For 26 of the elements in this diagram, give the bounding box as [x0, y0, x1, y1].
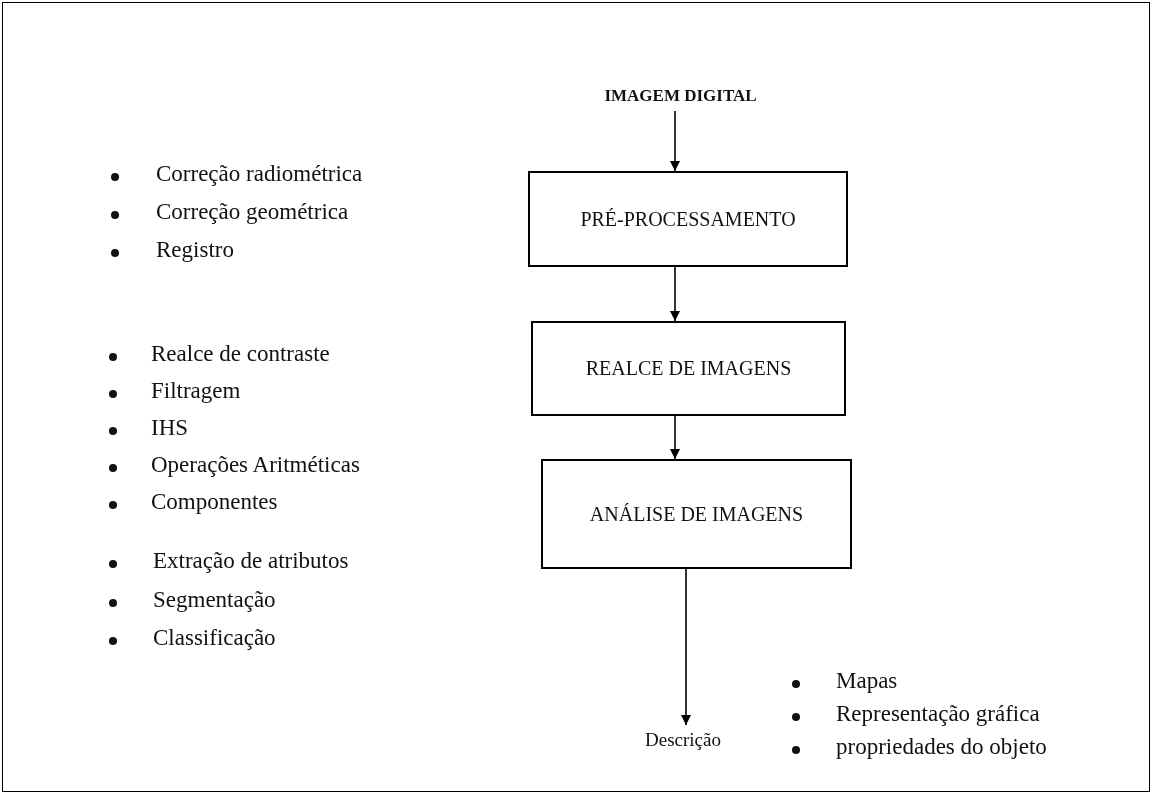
list-item: Representação gráfica	[836, 701, 1040, 727]
box-label: REALCE DE IMAGENS	[585, 357, 792, 380]
list-item: Realce de contraste	[151, 341, 330, 367]
process-box	[541, 459, 852, 569]
box-label: ANÁLISE DE IMAGENS	[589, 502, 804, 526]
list-item: Classificação	[153, 625, 276, 651]
arrow	[681, 568, 691, 726]
list-item: Mapas	[836, 668, 898, 694]
arrow	[670, 415, 680, 460]
list-item: Correção radiométrica	[156, 161, 363, 187]
process-box	[528, 171, 848, 267]
list-item: Operações Aritméticas	[151, 452, 360, 478]
arrow	[670, 110, 680, 172]
arrow	[670, 266, 680, 322]
list-item: Filtragem	[151, 378, 241, 404]
list-item: Componentes	[151, 489, 278, 515]
node-label: IMAGEM DIGITAL	[604, 86, 757, 106]
list-item: Correção geométrica	[156, 199, 349, 225]
list-item: Registro	[156, 237, 234, 263]
box-label: PRÉ-PROCESSAMENTO	[580, 207, 796, 231]
list-item: IHS	[151, 415, 189, 441]
node-label: Descrição	[645, 729, 721, 751]
list-item: Extração de atributos	[153, 548, 349, 574]
list-item: propriedades do objeto	[836, 734, 1047, 760]
list-item: Segmentação	[153, 587, 276, 613]
process-box	[531, 321, 846, 416]
